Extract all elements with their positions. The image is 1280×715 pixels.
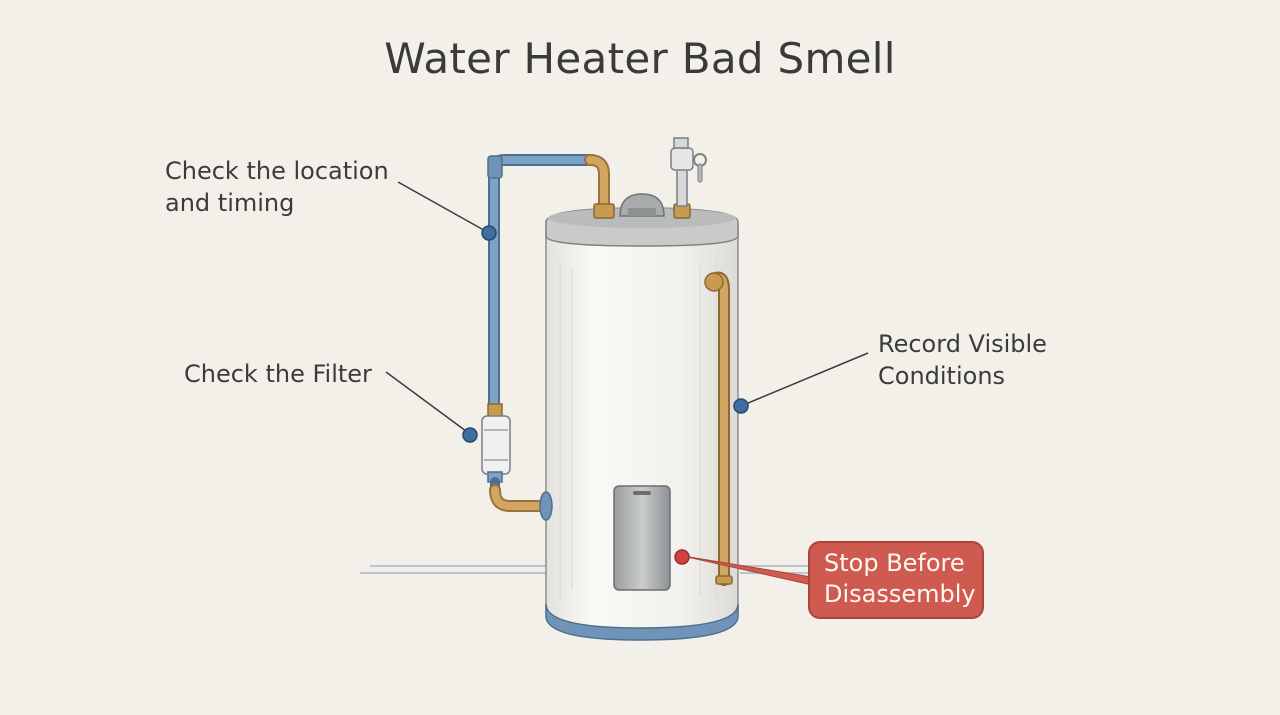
- leader-location-timing: [397, 181, 490, 234]
- stop-warning-badge: Stop Before Disassembly: [808, 541, 984, 619]
- callout-filter-line1: Check the Filter: [184, 360, 372, 388]
- callout-record: Record Visible Conditions: [878, 328, 1047, 392]
- leader-record: [740, 352, 869, 407]
- callout-location-timing-line1: Check the location: [165, 157, 389, 185]
- marker-filter: [462, 427, 478, 443]
- lower-inlet-pipe: [489, 477, 553, 521]
- marker-location-timing: [481, 225, 497, 241]
- relief-valve: [670, 137, 707, 219]
- cold-water-pipe: [487, 154, 615, 416]
- leader-filter: [385, 371, 471, 435]
- water-heater-tank: [545, 193, 739, 641]
- callout-record-line2: Conditions: [878, 362, 1006, 390]
- discharge-pipe: [704, 271, 733, 586]
- leader-lines: [385, 181, 869, 435]
- callout-location-timing: Check the location and timing: [165, 155, 389, 219]
- stop-badge-line2: Disassembly: [824, 580, 976, 608]
- callout-filter: Check the Filter: [184, 358, 372, 390]
- marker-record: [733, 398, 749, 414]
- callout-location-timing-line2: and timing: [165, 189, 295, 217]
- callout-record-line1: Record Visible: [878, 330, 1047, 358]
- floor-lines: [360, 565, 812, 574]
- diagram-title: Water Heater Bad Smell: [384, 34, 896, 83]
- stop-badge-line1: Stop Before: [824, 549, 965, 577]
- marker-stop: [674, 549, 690, 565]
- inline-filter: [481, 403, 511, 483]
